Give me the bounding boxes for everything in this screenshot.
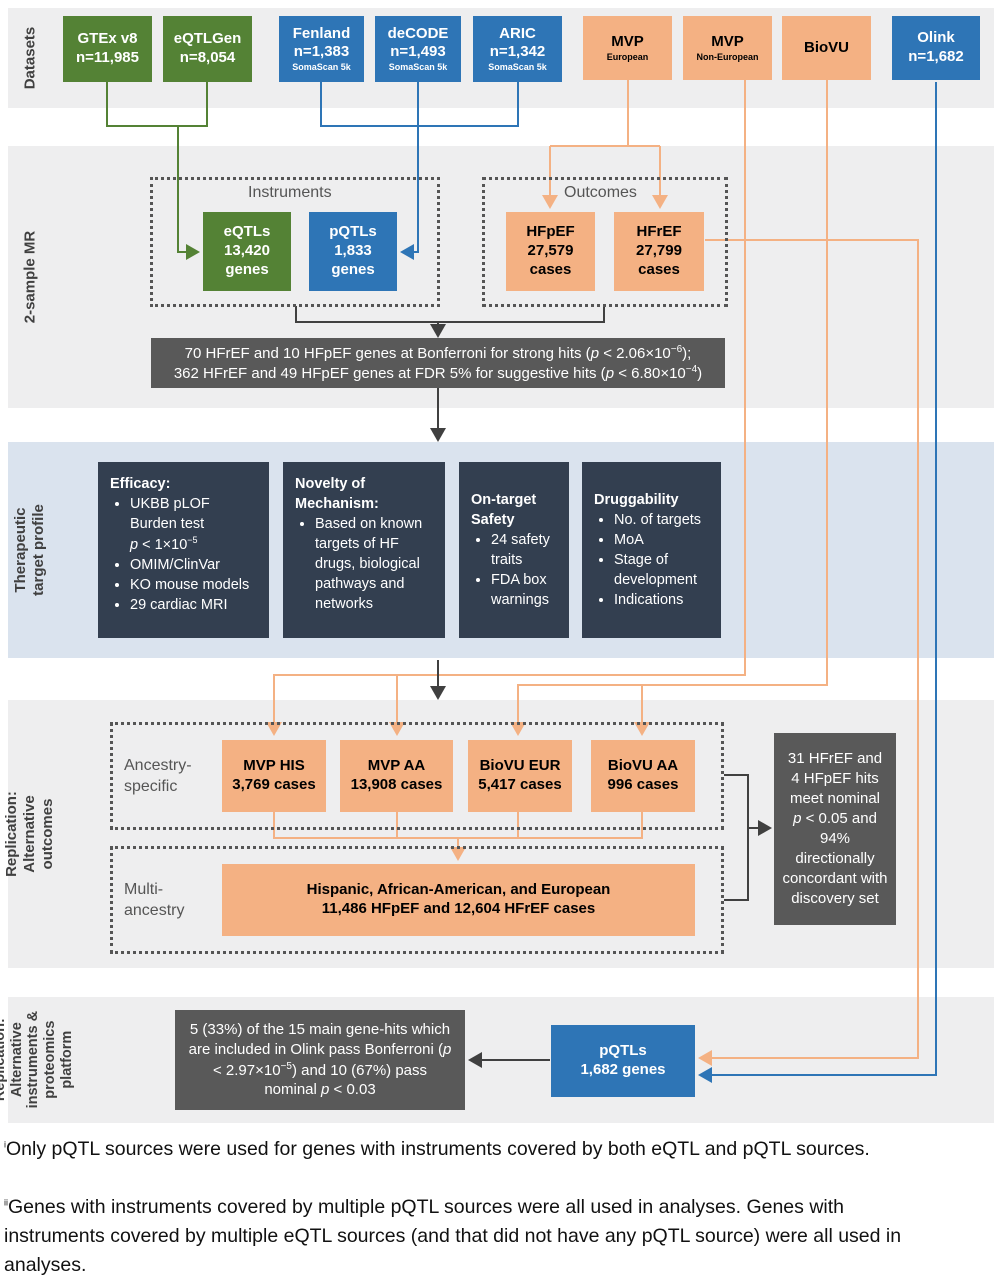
outcomes-group bbox=[482, 177, 728, 307]
druggability-panel: Druggability No. of targets MoA Stage of… bbox=[582, 462, 721, 638]
multi-ancestry-box: Hispanic, African-American, and European… bbox=[222, 864, 695, 936]
footnote-2: iiGenes with instruments covered by mult… bbox=[4, 1196, 902, 1276]
instruments-label: Instruments bbox=[248, 184, 332, 201]
ancestry-specific-group bbox=[110, 722, 724, 830]
replication-instruments-result: 5 (33%) of the 15 main gene-hits which a… bbox=[175, 1010, 465, 1110]
mr-summary-box: 70 HFrEF and 10 HFpEF genes at Bonferron… bbox=[151, 338, 725, 388]
outcomes-label: Outcomes bbox=[564, 184, 637, 201]
multi-ancestry-group bbox=[110, 846, 724, 954]
instruments-group bbox=[150, 177, 440, 307]
novelty-panel: Novelty of Mechanism: Based on known tar… bbox=[283, 462, 445, 638]
multi-ancestry-label: Multi- ancestry bbox=[124, 881, 185, 919]
safety-panel: On-target Safety 24 safety traitsFDA box… bbox=[459, 462, 569, 638]
footnote-1: iOnly pQTL sources were used for genes w… bbox=[4, 1138, 870, 1160]
dataset-biovu: BioVU bbox=[782, 16, 871, 80]
ancestry-specific-label: Ancestry- specific bbox=[124, 757, 192, 795]
